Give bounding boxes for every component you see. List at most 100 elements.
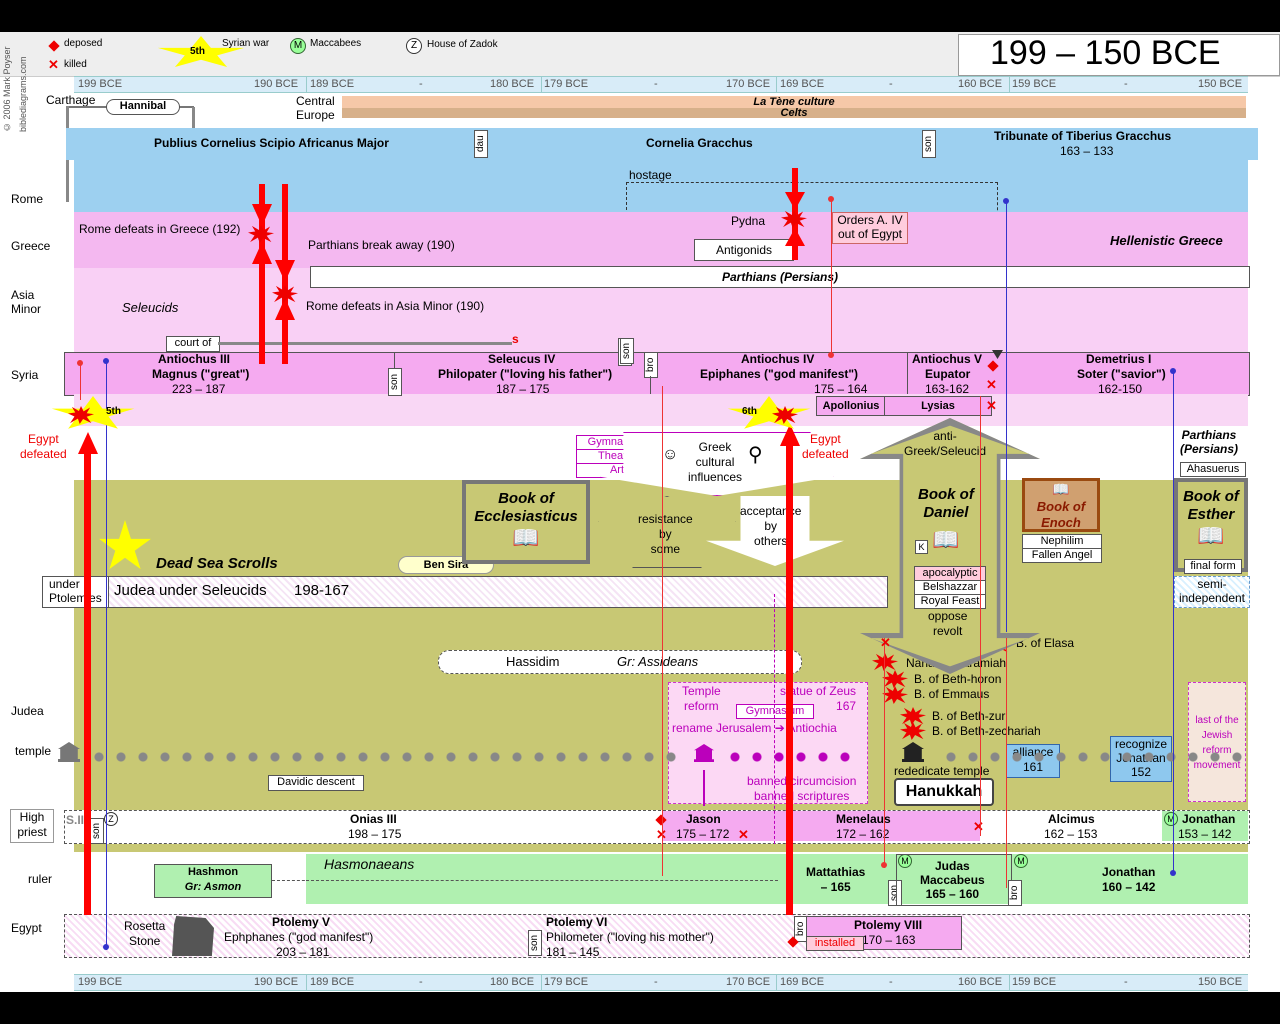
greek-influences: Greek cultural influences xyxy=(688,440,743,484)
jason-name: Jason xyxy=(686,812,721,826)
hasmonaeans-label: Hasmonaeans xyxy=(324,856,415,872)
semi-independent-box: semi- independent xyxy=(1174,576,1250,608)
davidic-box: Davidic descent xyxy=(268,775,364,791)
tick: 160 BCE xyxy=(958,976,1003,988)
tick: - xyxy=(1124,976,1128,988)
antiochus4-dates: 175 – 164 xyxy=(814,382,868,396)
lysias-box: Lysias xyxy=(884,396,992,416)
seleucus4-name: Seleucus IV xyxy=(488,352,556,366)
tick: 159 BCE xyxy=(1012,976,1057,988)
row-label-carthage: Carthage xyxy=(46,93,96,107)
copyright: © 2006 Mark Poyser xyxy=(2,46,12,132)
under-seleucids-label: Judea under Seleucids xyxy=(114,582,267,599)
rosetta-label: Rosetta Stone xyxy=(124,919,166,948)
mattathias-label: Mattathias – 165 xyxy=(806,865,866,894)
row-label-syria: Syria xyxy=(11,368,39,382)
red-arrow-head-icon xyxy=(78,432,98,454)
ptolemy6-name: Ptolemy VI xyxy=(546,915,608,929)
tick: 190 BCE xyxy=(254,78,299,90)
asmon-name: Gr: Asmon xyxy=(184,881,242,893)
hostage-arrow-icon xyxy=(992,350,1003,359)
la-tene-band: La Tène culture xyxy=(342,96,1246,108)
pydna-label: Pydna xyxy=(731,214,766,228)
book-icon: 📖 xyxy=(512,525,540,550)
tick: - xyxy=(1124,78,1128,90)
rededicate-temple-icon xyxy=(902,742,924,762)
legend-war-num: 5th xyxy=(190,46,205,57)
menelaus-band xyxy=(742,811,980,841)
syria-sub-band xyxy=(74,394,1248,426)
hostage-label: hostage xyxy=(629,168,672,182)
rome-red-bar-1 xyxy=(259,184,265,364)
row-label-temple: temple xyxy=(15,744,52,758)
tick: - xyxy=(419,78,423,90)
parthians-break: Parthians break away (190) xyxy=(308,238,455,252)
jason-dates: 175 – 172 xyxy=(676,827,730,841)
row-label-judea: Judea xyxy=(11,704,44,718)
antiochus5-title: Eupator xyxy=(925,367,971,381)
tick: - xyxy=(654,78,658,90)
battle-beth-horon: B. of Beth-horon xyxy=(914,672,1002,686)
seleucids-label: Seleucids xyxy=(122,300,179,315)
tick: 150 BCE xyxy=(1198,976,1243,988)
seleucus4-title: Philopater ("loving his father") xyxy=(438,367,613,381)
temple-dotted-line-late xyxy=(940,752,1246,762)
battle-burst-icon xyxy=(272,285,298,303)
under-seleucids-dates: 198-167 xyxy=(294,582,350,599)
antiochus3-line xyxy=(80,364,81,400)
reform-arrow xyxy=(703,770,705,806)
temple-dotted-line xyxy=(88,752,678,762)
ptolemy6-title: Philometer ("loving his mother") xyxy=(546,930,714,944)
battle-burst-icon xyxy=(900,722,926,740)
battle-elasa: B. of Elasa xyxy=(1016,636,1075,650)
battle-emmaus: B. of Emmaus xyxy=(914,687,990,701)
jonathan-priest-dates: 153 – 142 xyxy=(1178,827,1232,841)
ptolemy5-name: Ptolemy V xyxy=(272,915,331,929)
enoch-book: Book of Enoch xyxy=(1022,478,1100,532)
weightlifter-icon: ⚲ xyxy=(748,444,763,466)
jonathan-line xyxy=(1173,372,1174,874)
row-label-central-europe: Central Europe xyxy=(296,94,335,122)
banned-label: banned circumcision banned scriptures xyxy=(747,774,857,803)
ecclesiasticus-title: Book of Ecclesiasticus xyxy=(474,490,578,525)
celts-band: Celts xyxy=(342,108,1246,119)
court-s: s xyxy=(512,332,519,346)
egypt-red-bar xyxy=(786,432,793,915)
book-icon: 📖 xyxy=(932,527,960,552)
site-name: biblediagrams.com xyxy=(18,56,28,132)
tick-separator xyxy=(541,77,542,92)
battle-beth-zechariah: B. of Beth-zechariah xyxy=(932,724,1041,738)
under-seleucids-bar xyxy=(108,576,888,608)
life-dot xyxy=(1170,368,1176,374)
dead-sea-scrolls: Dead Sea Scrolls xyxy=(156,555,278,572)
antiochus5-dates: 163-162 xyxy=(925,382,970,396)
son-tag-priest: son xyxy=(90,818,104,844)
tick-separator xyxy=(541,975,542,990)
hostage-line xyxy=(626,182,998,183)
killed-icon: ✕ xyxy=(880,635,891,650)
antiochus3-dates: 223 – 187 xyxy=(172,382,226,396)
daniel-k: K xyxy=(915,540,928,554)
life-dot xyxy=(103,358,109,364)
reform-temple-icon xyxy=(694,744,714,762)
orders-box: Orders A. IV out of Egypt xyxy=(832,212,908,244)
killed-icon: ✕ xyxy=(973,819,984,834)
antiochus3-title: Magnus ("great") xyxy=(152,367,250,381)
reform-box xyxy=(668,682,868,804)
hashmon-name: Hashmon xyxy=(187,866,239,878)
greece-band xyxy=(74,212,1248,268)
tick: 170 BCE xyxy=(726,78,771,90)
battle-burst-icon xyxy=(900,707,926,725)
legend-maccabees: Maccabees xyxy=(310,38,362,49)
bro-tag-syria: bro xyxy=(644,352,658,378)
tick-separator xyxy=(776,975,777,990)
esther-book: Book of Esther 📖 xyxy=(1174,478,1248,572)
bro-tag-ruler: bro xyxy=(1008,880,1022,906)
syria-divider-3 xyxy=(907,352,908,394)
fifth-war-label: 5th xyxy=(106,406,121,417)
rome-defeats-greece: Rome defeats in Greece (192) xyxy=(79,222,241,236)
life-dot xyxy=(828,352,834,358)
syria-divider-1 xyxy=(394,352,395,368)
battle-burst-icon xyxy=(781,210,807,228)
hassidim-label: Hassidim xyxy=(506,654,560,669)
